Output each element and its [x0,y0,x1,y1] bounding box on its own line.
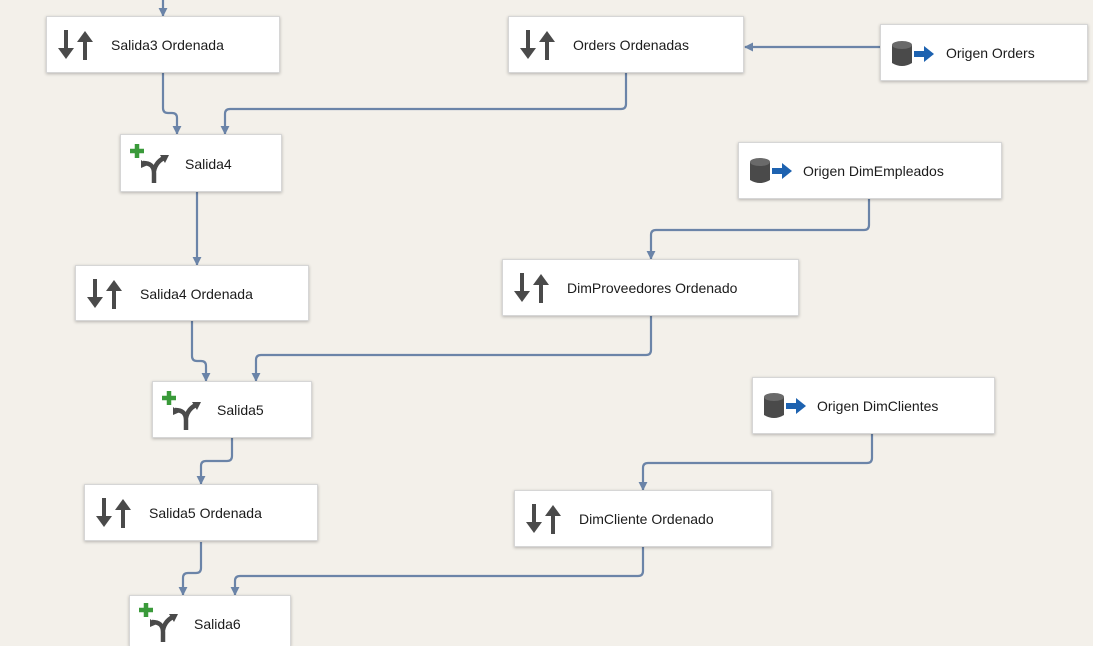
sort-icon [58,30,93,60]
node-label: Salida6 [194,616,241,632]
connector-salida5-to-salida5-ordenada [196,438,234,485]
node-label: Salida3 Ordenada [111,37,224,53]
sort-icon [514,273,549,303]
connector-orders-ordenadas-to-salida4 [220,73,628,135]
merge-join-icon [130,144,169,183]
connector-dimcliente-ordenado-to-salida6 [230,547,645,596]
node-orders-ordenadas[interactable]: Orders Ordenadas [508,16,744,73]
node-label: DimProveedores Ordenado [567,280,738,296]
sort-icon [520,30,555,60]
sort-icon [526,504,561,534]
connector-dimproveedores-ordenado-to-salida5 [251,316,653,382]
node-label: Salida4 Ordenada [140,286,253,302]
node-label: Origen DimClientes [817,398,939,414]
node-origen-dimclientes[interactable]: Origen DimClientes [752,377,995,434]
node-salida4[interactable]: Salida4 [120,134,282,192]
node-label: Salida5 [217,402,264,418]
node-salida5-ordenada[interactable]: Salida5 Ordenada [84,484,318,541]
source-icon [892,41,934,66]
node-label: DimCliente Ordenado [579,511,714,527]
merge-join-icon [162,391,201,430]
node-salida6[interactable]: Salida6 [129,595,291,646]
node-label: Salida4 [185,156,232,172]
node-label: Orders Ordenadas [573,37,689,53]
node-label: Salida5 Ordenada [149,505,262,521]
sort-icon [96,498,131,528]
source-icon [750,158,792,183]
merge-join-icon [139,603,178,642]
sort-icon [87,279,122,309]
node-origen-dimempleados[interactable]: Origen DimEmpleados [738,142,1002,199]
source-icon [764,393,806,418]
node-dimcliente-ordenado[interactable]: DimCliente Ordenado [514,490,772,547]
node-salida4-ordenada[interactable]: Salida4 Ordenada [75,265,309,321]
connector-salida5-ordenada-to-salida6 [178,542,203,596]
connector-origen-dimclientes-to-dimcliente-ordenado [638,434,874,491]
node-origen-orders[interactable]: Origen Orders [880,24,1088,81]
node-dimproveedores-ordenado[interactable]: DimProveedores Ordenado [502,259,799,316]
connector-origen-dimempleados-to-dimproveedores-ordenado [646,199,871,260]
node-label: Origen Orders [946,45,1035,61]
node-label: Origen DimEmpleados [803,163,944,179]
connector-salida4-ordenada-to-salida5 [190,321,211,382]
connector-salida3-ordenada-to-salida4 [161,73,182,135]
node-salida3-ordenada[interactable]: Salida3 Ordenada [46,16,280,73]
node-salida5[interactable]: Salida5 [152,381,312,438]
